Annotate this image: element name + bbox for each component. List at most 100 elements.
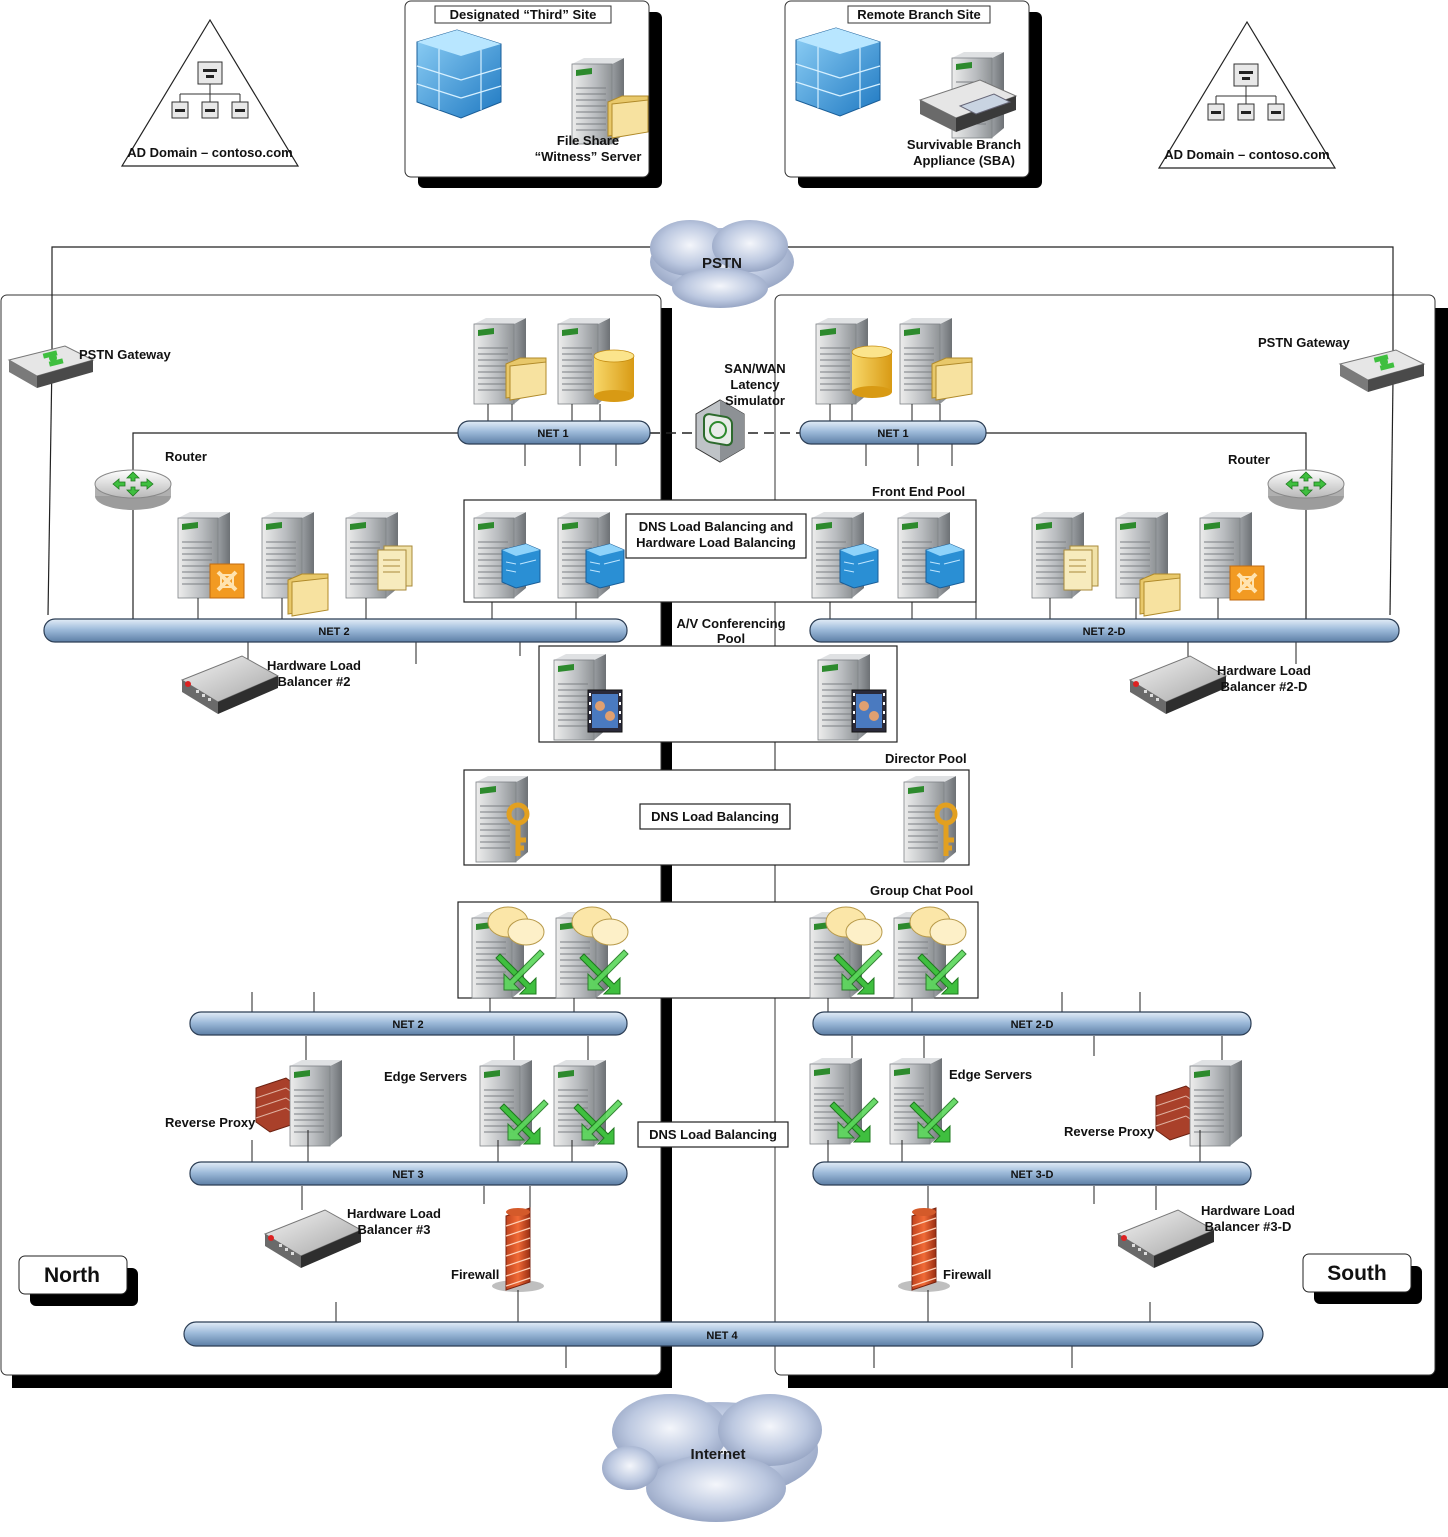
reverse-proxy-left-label: Reverse Proxy: [165, 1115, 256, 1130]
front-end-pool: Front End Pool DNS Load Balancing and Ha…: [463, 484, 977, 603]
net3d-bus: NET 3-D: [812, 1161, 1252, 1186]
net2d-top-bus: NET 2-D: [809, 618, 1400, 643]
net4-label: NET 4: [706, 1330, 738, 1342]
database-icon: [851, 345, 893, 399]
pstn-label: PSTN: [702, 255, 742, 272]
north-tag: North: [18, 1255, 138, 1306]
document-icon: [1063, 545, 1099, 591]
sba-label-2: Appliance (SBA): [913, 153, 1015, 168]
building-icon: [416, 29, 502, 119]
net4-bus: NET 4: [183, 1321, 1264, 1347]
router-icon: [94, 469, 172, 511]
router-left-label: Router: [165, 449, 207, 464]
firewall-right-label: Firewall: [943, 1267, 991, 1282]
folder-icon: [931, 357, 973, 401]
ad-domain-label-left: AD Domain – contoso.com: [127, 145, 292, 160]
front-end-pool-label: Front End Pool: [872, 484, 965, 499]
net3-label: NET 3: [392, 1169, 423, 1181]
exchange-icon: [208, 562, 246, 600]
dns-lb-edge: DNS Load Balancing: [637, 1121, 789, 1148]
server-role-icon: [839, 543, 879, 589]
remote-site-box: Remote Branch Site Survivable Branch App…: [784, 0, 1042, 188]
router-links: [132, 432, 1307, 620]
san-label-1: SAN/WAN: [724, 361, 785, 376]
san-label-2: Latency: [730, 377, 780, 392]
folder-icon: [1139, 573, 1181, 617]
pstn-gateway-right-label: PSTN Gateway: [1258, 335, 1351, 350]
net2-top-bus: NET 2: [43, 618, 628, 643]
file-share-label-1: File Share: [557, 133, 619, 148]
database-icon: [593, 349, 635, 403]
server-icon: [553, 1059, 607, 1147]
server-icon: [889, 1057, 943, 1145]
ad-domain-label-right: AD Domain – contoso.com: [1164, 147, 1329, 162]
dns-lb-edge-label: DNS Load Balancing: [649, 1127, 777, 1142]
net2d-mid-bus: NET 2-D: [812, 1011, 1252, 1036]
av-label-2: Pool: [717, 631, 745, 646]
net2-lower-taps: [251, 992, 1223, 1064]
net3-taps: [251, 1130, 1201, 1210]
san-label-3: Simulator: [725, 393, 785, 408]
folder-icon: [505, 357, 547, 401]
router-icon: [1267, 469, 1345, 511]
pstn-cloud: PSTN: [650, 220, 794, 308]
server-icon: [479, 1059, 533, 1147]
building-icon: [795, 27, 881, 117]
hlb2d-label-1: Hardware Load: [1217, 663, 1311, 678]
server-icon: [809, 1057, 863, 1145]
third-site-title: Designated “Third” Site: [450, 7, 597, 22]
net4-taps: [335, 1290, 1151, 1368]
ad-domain-right: AD Domain – contoso.com: [1157, 20, 1337, 169]
sba-label-1: Survivable Branch: [907, 137, 1021, 152]
server-role-icon: [501, 543, 541, 589]
document-icon: [377, 545, 413, 591]
file-share-label-2: “Witness” Server: [535, 149, 642, 164]
san-simulator: [695, 399, 745, 463]
hlb2-label-2: Balancer #2: [278, 674, 351, 689]
net3-bus: NET 3: [189, 1161, 628, 1186]
pstn-gateway-left-label: PSTN Gateway: [79, 347, 172, 362]
net3d-label: NET 3-D: [1011, 1169, 1054, 1181]
video-icon: [851, 689, 887, 733]
director-pool: DNS Load Balancing: [463, 769, 970, 866]
net2d-top-label: NET 2-D: [1083, 626, 1126, 638]
av-pool: [538, 645, 898, 743]
folder-icon: [287, 573, 329, 617]
firewall-left-label: Firewall: [451, 1267, 499, 1282]
folder-icon: [607, 95, 649, 139]
south-label: South: [1327, 1262, 1386, 1285]
server-role-icon: [925, 543, 965, 589]
server-icon: [289, 1059, 343, 1147]
dns-hlb-label-1: DNS Load Balancing and: [639, 519, 794, 534]
net2d-mid-label: NET 2-D: [1011, 1019, 1054, 1031]
hlb3d-label-1: Hardware Load: [1201, 1203, 1295, 1218]
director-pool-label: Director Pool: [885, 751, 967, 766]
remote-site-title: Remote Branch Site: [857, 7, 981, 22]
net2-top-label: NET 2: [318, 626, 349, 638]
ad-domain-left: AD Domain – contoso.com: [120, 18, 300, 167]
net1-left-bus: NET 1: [457, 420, 651, 445]
net1-right-bus: NET 1: [799, 420, 987, 445]
edge-left-label: Edge Servers: [384, 1069, 467, 1084]
net1-right-label: NET 1: [877, 428, 908, 440]
group-chat-pool: [457, 901, 979, 999]
group-chat-pool-label: Group Chat Pool: [870, 883, 973, 898]
hlb3-label-2: Balancer #3: [358, 1222, 431, 1237]
net2-mid-bus: NET 2: [189, 1011, 628, 1036]
hlb2-label-1: Hardware Load: [267, 658, 361, 673]
video-icon: [587, 689, 623, 733]
internet-label: Internet: [690, 1446, 745, 1463]
net2-mid-label: NET 2: [392, 1019, 423, 1031]
server-icon: [1189, 1059, 1243, 1147]
reverse-proxy-right-label: Reverse Proxy: [1064, 1124, 1155, 1139]
av-label-1: A/V Conferencing: [676, 616, 785, 631]
third-site-box: Designated “Third” Site File Share “Witn…: [404, 0, 662, 188]
hlb3d-label-2: Balancer #3-D: [1205, 1219, 1292, 1234]
exchange-icon: [1228, 564, 1266, 602]
dns-lb-director-label: DNS Load Balancing: [651, 809, 779, 824]
net1-taps: [487, 404, 953, 466]
edge-right-label: Edge Servers: [949, 1067, 1032, 1082]
hlb2d-label-2: Balancer #2-D: [1221, 679, 1308, 694]
north-label: North: [44, 1264, 100, 1287]
